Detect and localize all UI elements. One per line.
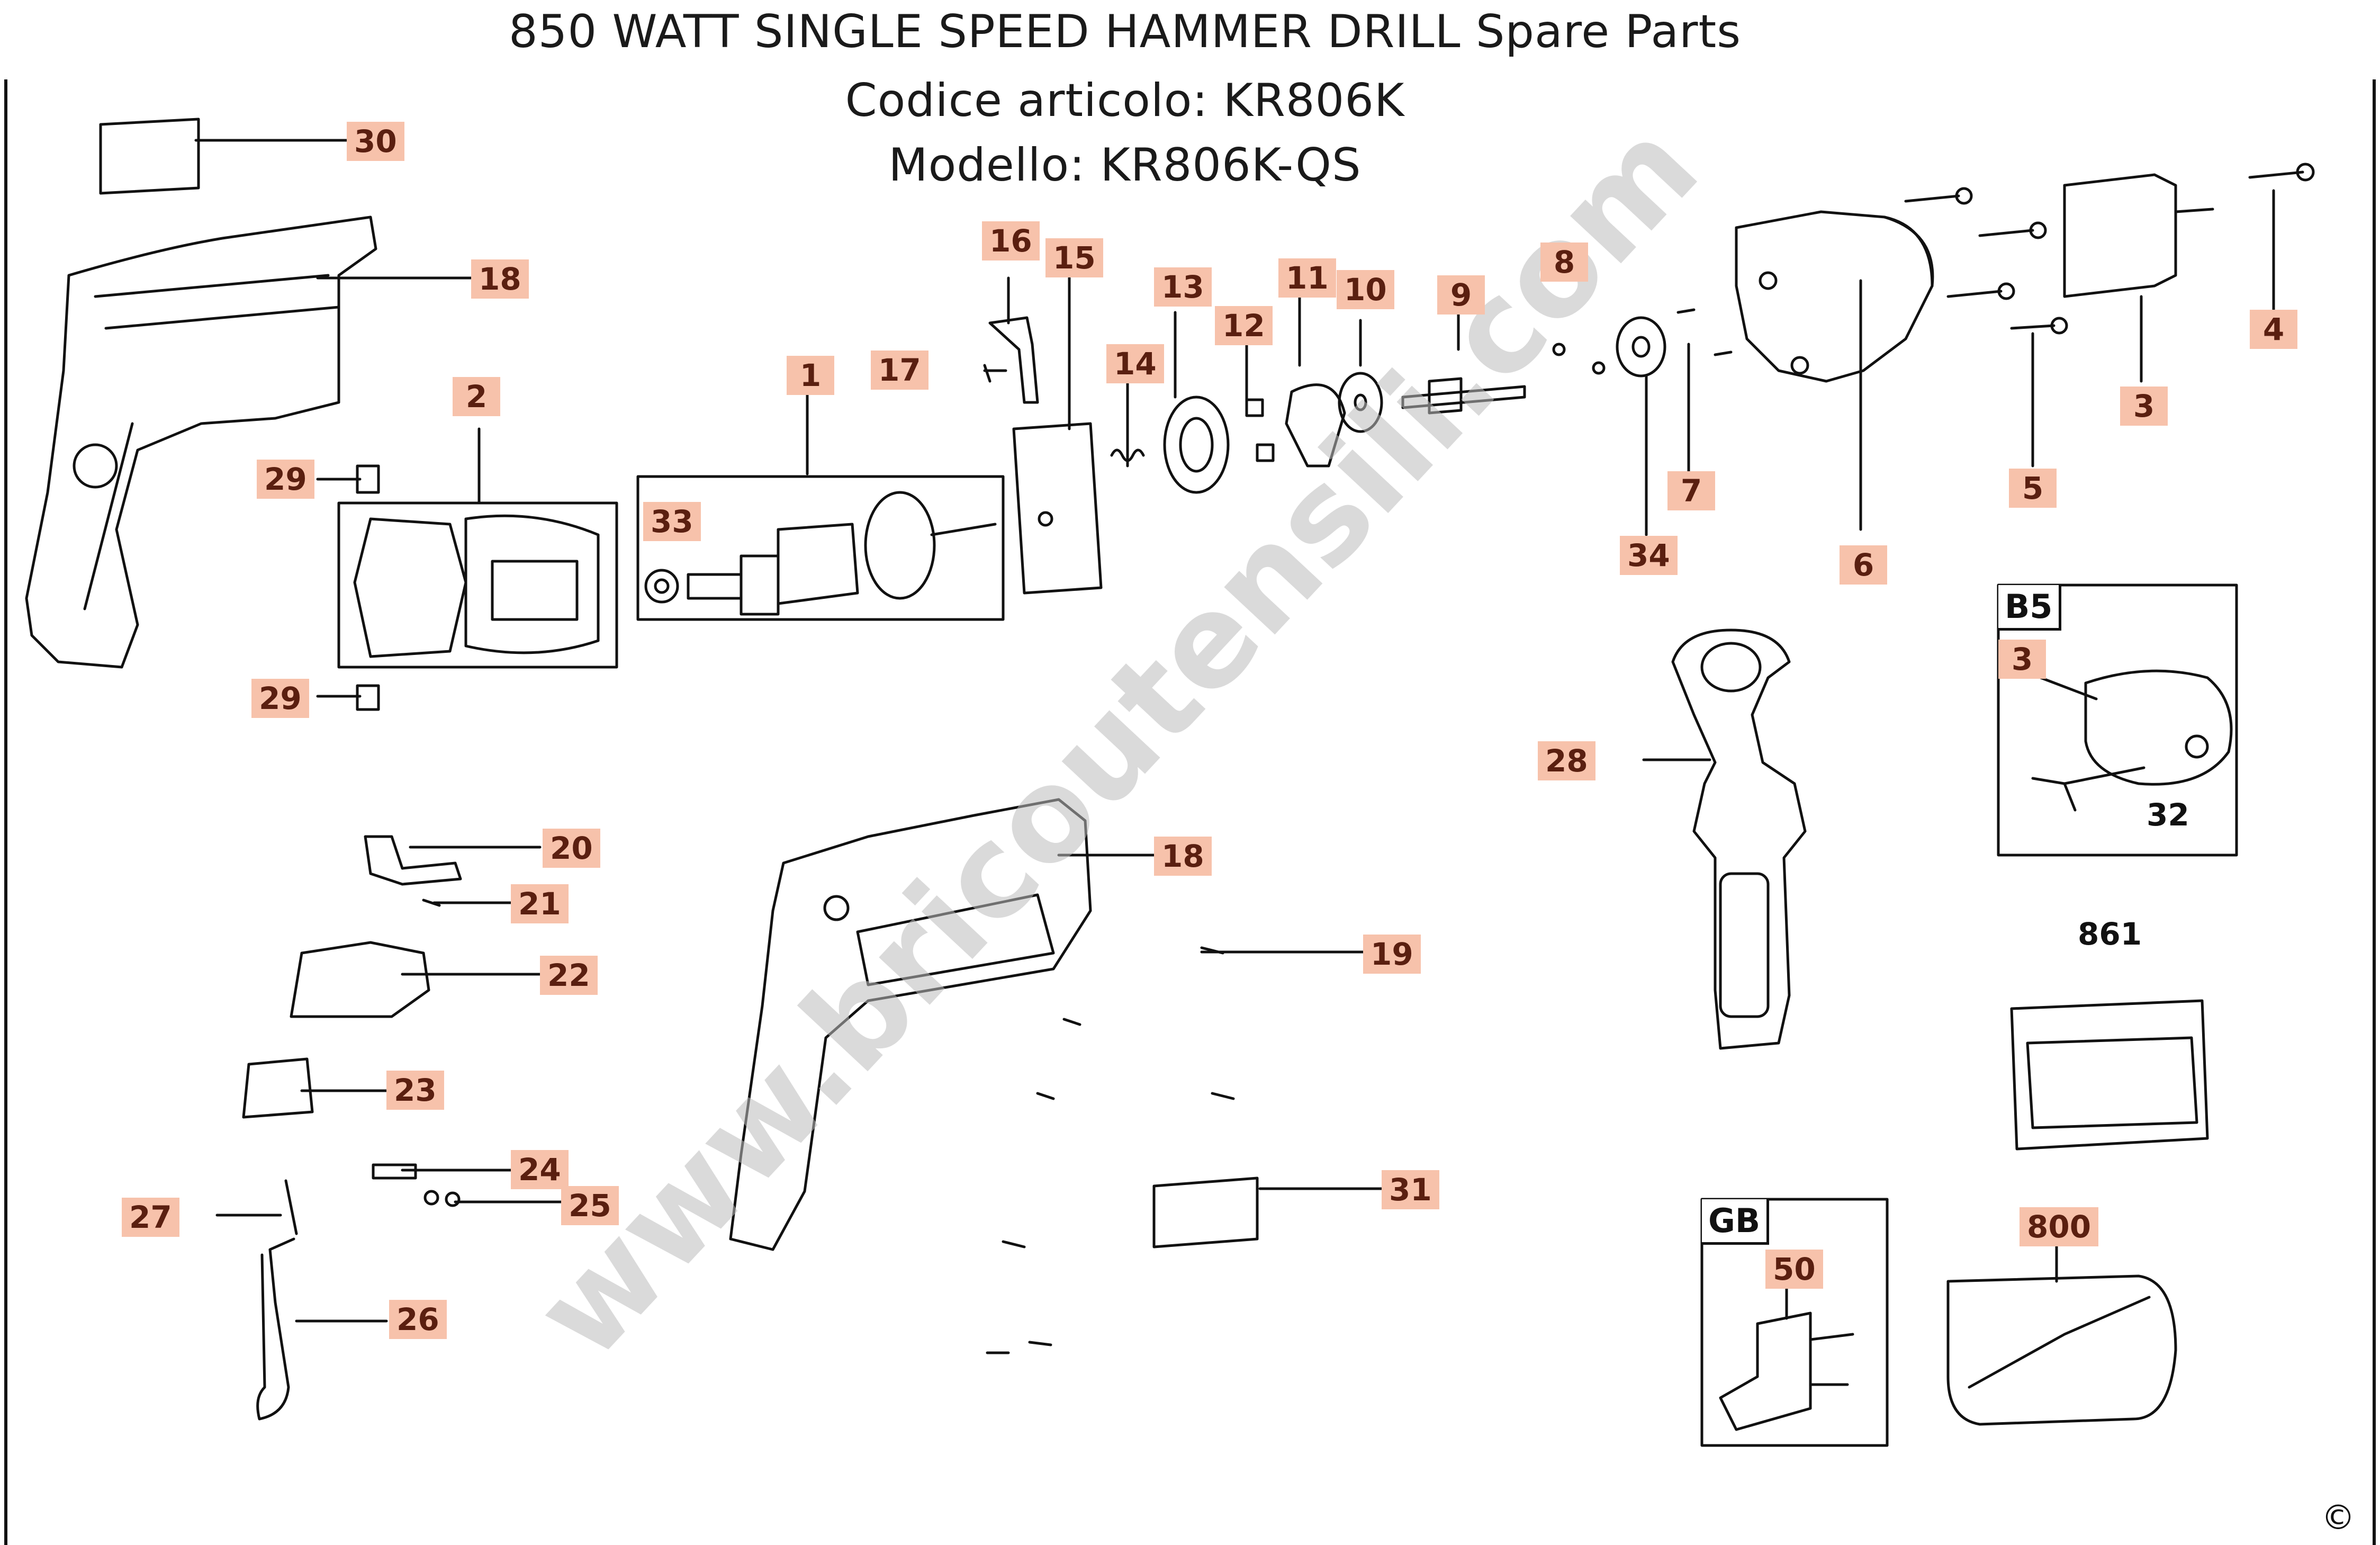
- callout-2: 2: [453, 377, 500, 416]
- gear: [1163, 396, 1230, 494]
- b5-box: [1997, 583, 2238, 857]
- screws-19: [986, 946, 1235, 1354]
- callout-28: 28: [1538, 741, 1595, 780]
- spring-21: [422, 899, 441, 907]
- label-861: 861: [2078, 916, 2142, 952]
- callout-18-left: 18: [471, 259, 529, 299]
- washer: [1338, 372, 1383, 433]
- armature-box: [636, 475, 1005, 621]
- screw-4: [2248, 170, 2304, 179]
- callout-21: 21: [511, 884, 569, 923]
- box-label-b5: B5: [1998, 585, 2062, 631]
- callout-13: 13: [1154, 267, 1212, 307]
- callout-800: 800: [2020, 1207, 2099, 1246]
- leader-lines: [194, 139, 2275, 1323]
- callout-3-b5: 3: [1998, 640, 2046, 679]
- spindle: [1401, 377, 1526, 415]
- callout-30: 30: [347, 122, 404, 161]
- callout-16: 16: [982, 221, 1040, 261]
- callout-26: 26: [389, 1300, 447, 1339]
- callout-3-top: 3: [2120, 387, 2168, 426]
- carbon-brush-top: [356, 464, 380, 494]
- callout-4: 4: [2250, 310, 2297, 349]
- callout-34: 34: [1620, 536, 1678, 575]
- side-handle: [1671, 628, 1807, 1050]
- pin: [983, 364, 991, 383]
- warning-label: [1152, 1176, 1259, 1248]
- callout-24: 24: [511, 1150, 569, 1189]
- pin-8: [1552, 343, 1566, 356]
- keyless-chuck: [2063, 173, 2177, 298]
- cord-clamp: [372, 1163, 417, 1180]
- callout-6: 6: [1840, 545, 1887, 585]
- callout-19: 19: [1363, 935, 1421, 974]
- callout-10: 10: [1337, 270, 1394, 309]
- housing-right-half: [729, 798, 1092, 1251]
- callout-20: 20: [543, 829, 600, 868]
- power-cord: [1968, 1296, 2151, 1389]
- callout-22: 22: [540, 956, 598, 995]
- carrying-case: [2010, 999, 2209, 1151]
- field-coil: [353, 517, 467, 658]
- screws-5: [1904, 194, 2056, 330]
- housing-left-half: [25, 215, 377, 669]
- callout-29-bottom: 29: [251, 679, 309, 718]
- callout-14: 14: [1106, 344, 1164, 383]
- model-code: Modello: KR806K-QS: [888, 139, 1362, 192]
- callout-11: 11: [1278, 258, 1336, 298]
- callout-15: 15: [1045, 238, 1103, 277]
- needle-bearing: [1245, 398, 1264, 417]
- bearing: [644, 569, 679, 604]
- uk-plug: [1719, 1312, 1812, 1431]
- intermediate-plate: [1012, 422, 1103, 595]
- capacitor: [242, 1057, 314, 1119]
- label-plate: [99, 118, 200, 195]
- callout-9: 9: [1437, 275, 1485, 315]
- pin-7: [1676, 308, 1696, 314]
- label-32: 32: [2147, 797, 2189, 833]
- callout-33: 33: [643, 502, 701, 541]
- box-label-gb: GB: [1702, 1199, 1770, 1245]
- screw-25a: [423, 1190, 439, 1206]
- callout-17: 17: [871, 351, 928, 390]
- callout-7: 7: [1667, 471, 1715, 510]
- callout-1: 1: [787, 356, 834, 395]
- callout-18-center: 18: [1154, 837, 1212, 876]
- washer-34: [1616, 316, 1666, 378]
- callout-25: 25: [561, 1186, 619, 1225]
- gear-case: [1735, 210, 1934, 383]
- keyed-chuck: [2084, 669, 2233, 786]
- callout-31: 31: [1382, 1170, 1439, 1209]
- gb-box: [1700, 1198, 1889, 1447]
- switch-actuator: [364, 835, 462, 886]
- carbon-brush-bottom: [356, 684, 380, 711]
- chuck-key: [2031, 766, 2145, 812]
- callout-29-top: 29: [257, 460, 314, 499]
- callout-12: 12: [1215, 306, 1273, 345]
- power-cord-rounded-box: [1946, 1274, 2177, 1426]
- selector-lever: [988, 316, 1039, 404]
- watermark: www.bricoutensili.com: [507, 94, 1726, 1387]
- diagram-title: 850 WATT SINGLE SPEED HAMMER DRILL Spare…: [508, 5, 1742, 58]
- callout-27: 27: [122, 1198, 179, 1237]
- callout-8: 8: [1540, 242, 1588, 282]
- callout-5: 5: [2009, 469, 2057, 508]
- switch: [290, 941, 430, 1018]
- diagram-frame: [4, 79, 2376, 1545]
- spring: [1110, 448, 1145, 462]
- cord-guard: [256, 1179, 298, 1421]
- callout-50: 50: [1765, 1250, 1823, 1289]
- bearing-retainer: [1285, 383, 1346, 468]
- callout-23: 23: [386, 1071, 444, 1110]
- article-code: Codice articolo: KR806K: [845, 74, 1405, 127]
- armature: [687, 554, 780, 616]
- brush-holder-box: [337, 501, 618, 669]
- copyright-mark: ©: [2321, 1498, 2355, 1538]
